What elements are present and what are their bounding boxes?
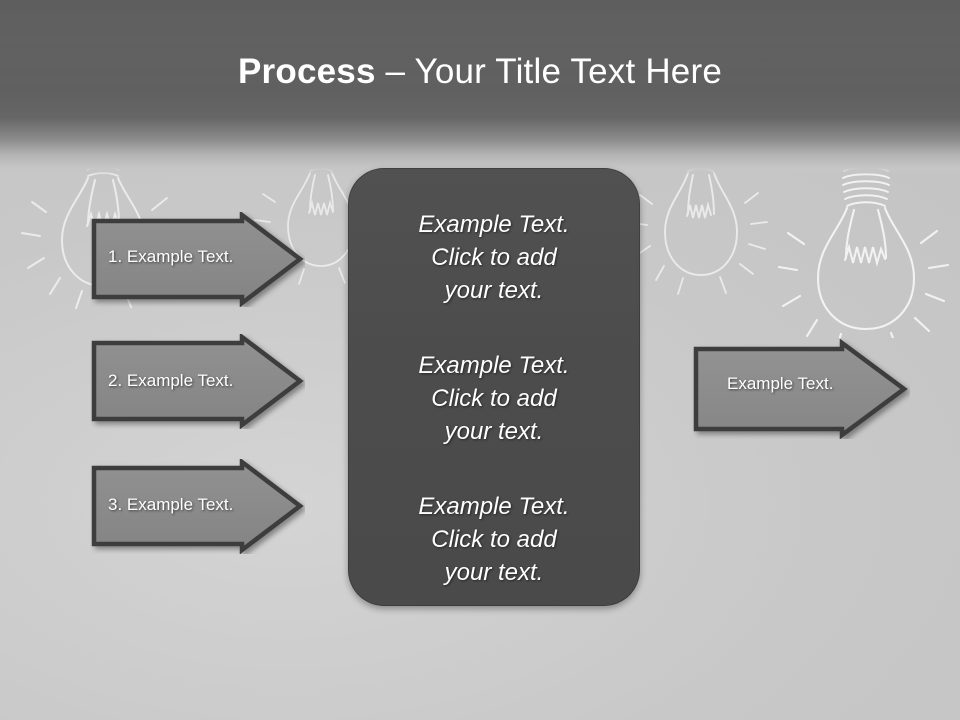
process-arrow-2[interactable]	[90, 334, 305, 429]
panel-text-block-2[interactable]: Example Text. Click to add your text.	[418, 352, 570, 445]
page-title-strong: Process	[238, 52, 376, 91]
page-title-light: – Your Title Text Here	[375, 52, 722, 91]
center-content-panel[interactable]: Example Text. Click to add your text. Ex…	[348, 168, 640, 606]
page-title: Process – Your Title Text Here	[0, 50, 960, 94]
panel-text-block-3[interactable]: Example Text. Click to add your text.	[418, 493, 570, 586]
process-arrow-1[interactable]	[90, 212, 305, 307]
outcome-arrow[interactable]	[692, 339, 910, 439]
panel-text-block-1[interactable]: Example Text. Click to add your text.	[418, 211, 570, 304]
process-arrow-3[interactable]	[90, 459, 305, 554]
